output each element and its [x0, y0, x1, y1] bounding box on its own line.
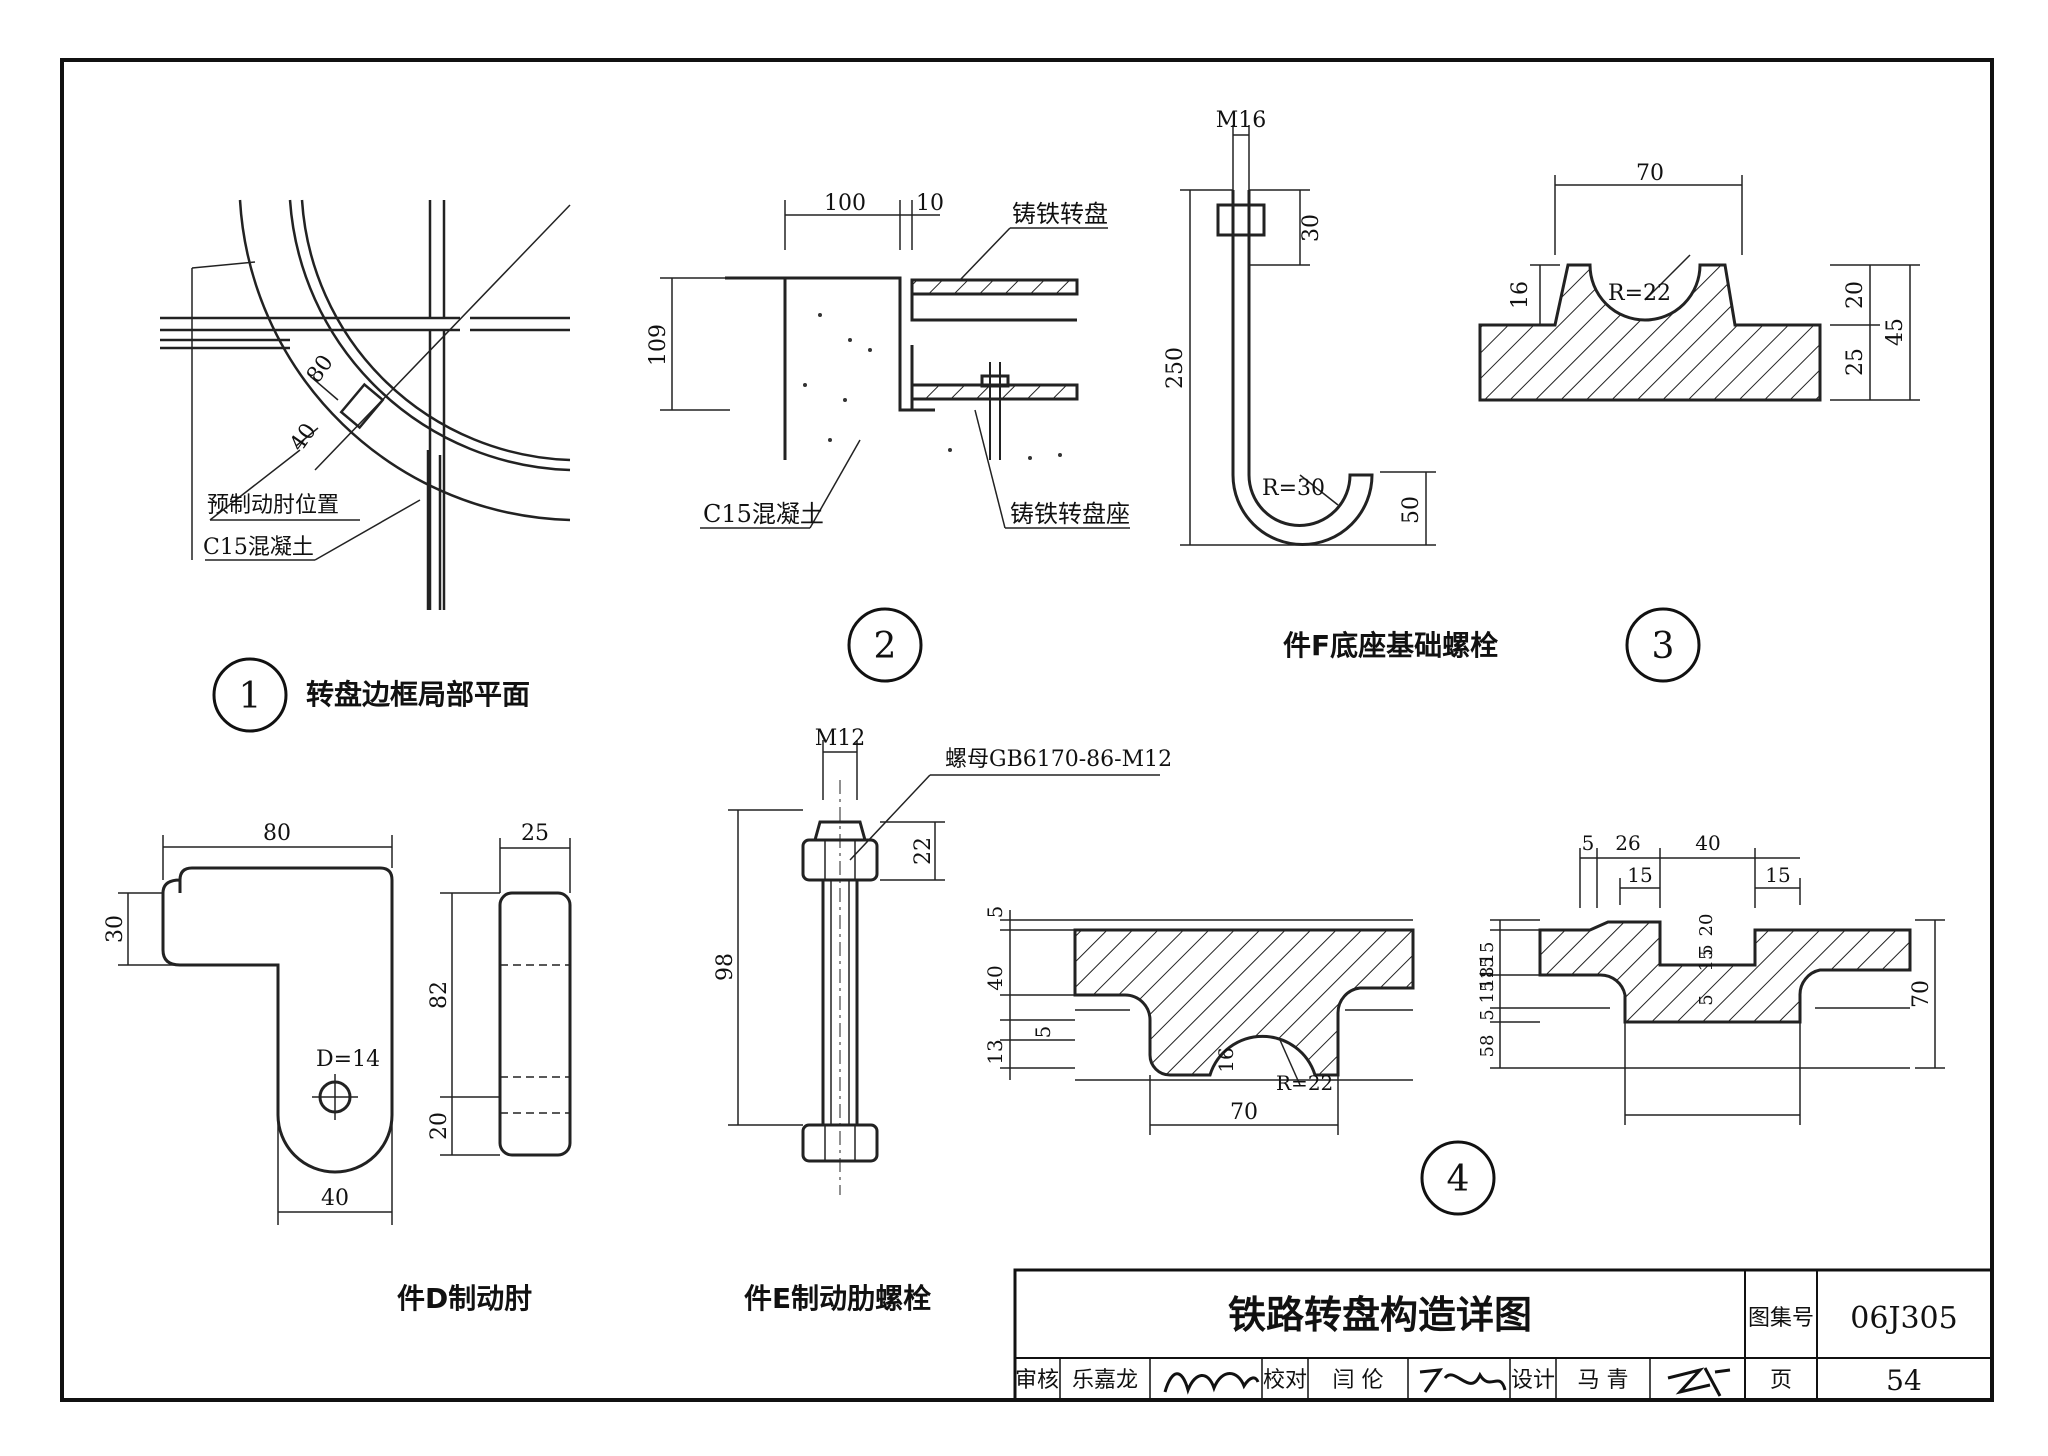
detail-3-dim-16: 16: [1508, 281, 1533, 309]
part-f-dim-50: 50: [1399, 496, 1424, 524]
detail-4-right-dim-5d: 15: [1477, 957, 1498, 980]
detail-3-dim-45: 45: [1883, 318, 1908, 346]
signature-checker: [1419, 1368, 1507, 1393]
part-d-dim-20: 20: [427, 1112, 452, 1140]
detail-2-dim-109: 109: [646, 324, 671, 366]
detail-4-right-dim-15d: 15: [1477, 981, 1498, 1004]
detail-4-right-dim-26: 26: [1615, 831, 1640, 855]
detail-2-note-seat: 铸铁转盘座: [1010, 500, 1130, 528]
title-block-checker-label: 校对: [1263, 1368, 1307, 1393]
detail-3-number-circle: [1625, 607, 1701, 683]
detail-4-left-dim-13: 13: [983, 1039, 1007, 1064]
part-d-dim-30: 30: [103, 915, 128, 943]
detail-3-section: [1478, 175, 1920, 402]
title-block-atlas-no: 06J305: [1850, 1301, 1957, 1336]
part-e-title: 件E制动肋螺栓: [744, 1282, 931, 1315]
title-block-title: 铁路转盘构造详图: [1228, 1293, 1532, 1337]
detail-4-right-dim-15g: 18: [1477, 967, 1498, 990]
detail-4-left-section: [1000, 910, 1415, 1135]
detail-1-plan: [160, 199, 571, 610]
detail-4-right-dim-5c: 15: [1696, 949, 1717, 972]
detail-2-number-circle: [847, 607, 923, 683]
title-block-designer-name: 马 青: [1578, 1368, 1629, 1393]
detail-4-right-dim-15c: 15: [1477, 942, 1498, 965]
title-block-page-no: 54: [1886, 1364, 1922, 1397]
detail-4-number: 4: [1447, 1159, 1470, 1200]
part-d-title: 件D制动肘: [397, 1282, 532, 1315]
part-d-dim-80: 80: [263, 821, 291, 846]
detail-4-right-dim-5b: 20: [1696, 914, 1717, 937]
detail-4-right-dim-5: 5: [1582, 831, 1595, 855]
signature-designer: [1667, 1367, 1731, 1397]
detail-4-right-dim-18: 58: [1477, 1035, 1498, 1058]
detail-1-number: 1: [239, 676, 262, 717]
detail-3-dim-25: 25: [1843, 348, 1868, 376]
part-e-dim-22: 22: [911, 837, 936, 865]
part-f-dim-30: 30: [1299, 214, 1324, 242]
part-f-dim-m16: M16: [1216, 108, 1267, 133]
detail-2-section: [660, 200, 1130, 529]
detail-2-dim-10: 10: [916, 191, 944, 216]
detail-4-right-dim-15e: 5: [1477, 1009, 1498, 1020]
detail-1-dim-40: 40: [285, 419, 322, 456]
title-block-checker-name: 闫 伦: [1333, 1368, 1384, 1393]
title-block-atlas-label: 图集号: [1748, 1306, 1814, 1331]
detail-4-right-dim-40: 40: [1695, 831, 1720, 855]
detail-4-right-dim-15b: 15: [1765, 863, 1790, 887]
detail-2-concrete-dots: [803, 313, 1062, 460]
detail-4-left-dim-r22: R=22: [1276, 1071, 1333, 1095]
detail-4-left-dim-5: 5: [983, 906, 1007, 919]
part-e-dim-m12: M12: [815, 726, 866, 751]
detail-4-right-dim-15f: 5: [1696, 994, 1717, 1005]
part-f-dim-r30: R=30: [1262, 476, 1325, 501]
detail-1-dim-80: 80: [302, 351, 339, 388]
detail-4-right-dim-20: 5: [1696, 944, 1717, 955]
detail-4-right-section: [1490, 848, 1945, 1125]
part-d-dim-40: 40: [321, 1186, 349, 1211]
title-block-reviewer-label: 审核: [1015, 1368, 1059, 1393]
part-e-bolt: [728, 740, 1160, 1195]
part-e-dim-98: 98: [713, 953, 738, 981]
detail-3-dim-r22: R=22: [1608, 281, 1671, 306]
part-f-title: 件F底座基础螺栓: [1283, 629, 1498, 662]
detail-3-dim-20: 20: [1843, 281, 1868, 309]
detail-4-left-dim-40: 40: [983, 965, 1007, 990]
part-f-dim-250: 250: [1163, 347, 1188, 389]
title-block: [1013, 1268, 1994, 1402]
detail-1-title: 转盘边框局部平面: [306, 678, 530, 711]
detail-3-number: 3: [1652, 626, 1675, 667]
detail-3-dim-70: 70: [1636, 161, 1664, 186]
title-block-designer-label: 设计: [1511, 1368, 1555, 1393]
part-d-dim-82: 82: [427, 981, 452, 1009]
signature-reviewer: [1163, 1372, 1260, 1395]
detail-4-number-circle: [1420, 1140, 1496, 1216]
title-block-reviewer-name: 乐嘉龙: [1072, 1368, 1138, 1393]
detail-1-note-precast: 预制动肘位置: [207, 493, 339, 518]
detail-2-note-turntable: 铸铁转盘: [1012, 200, 1108, 228]
part-f-bolt: [1180, 125, 1436, 546]
detail-1-number-circle: [212, 657, 288, 733]
part-d-dim-d14: D=14: [316, 1047, 380, 1072]
detail-1-note-concrete: C15混凝土: [203, 535, 314, 560]
detail-4-right-dim-15a: 15: [1627, 863, 1652, 887]
part-d-elbow: [118, 835, 572, 1225]
detail-2-note-concrete: C15混凝土: [703, 500, 824, 528]
sheet-border: [60, 58, 1994, 1402]
part-e-nut-note: 螺母GB6170-86-M12: [945, 747, 1172, 772]
detail-4-left-dim-70: 70: [1230, 1100, 1258, 1125]
detail-4-right-dim-58: 70: [1909, 980, 1934, 1008]
detail-4-left-dim-5b: 5: [1031, 1026, 1055, 1039]
title-block-page-label: 页: [1770, 1368, 1792, 1393]
detail-4-left-dim-16: 16: [1214, 1047, 1238, 1072]
detail-2-number: 2: [874, 626, 897, 667]
detail-2-dim-100: 100: [824, 191, 866, 216]
part-d-dim-25: 25: [521, 821, 549, 846]
